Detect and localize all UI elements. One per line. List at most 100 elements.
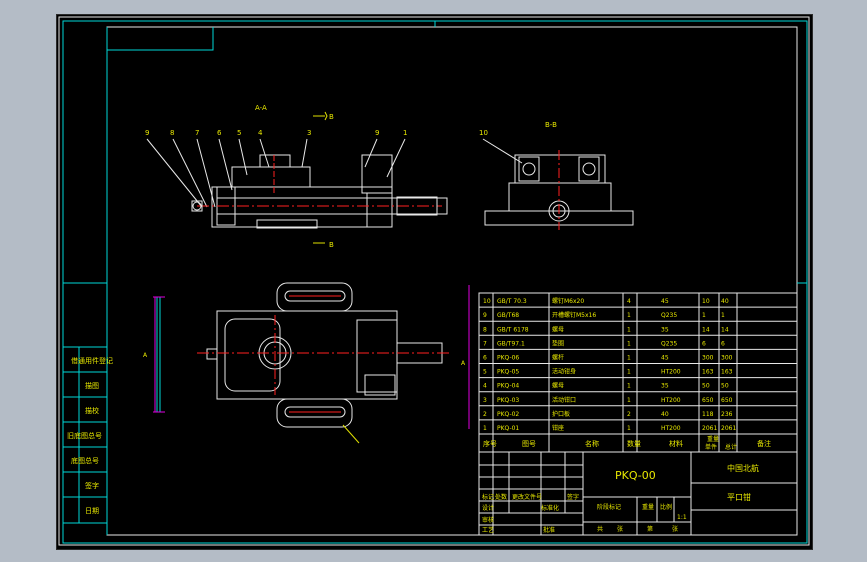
balloon-8: 8: [170, 129, 174, 137]
parts-cell-qty: 1: [627, 383, 631, 390]
tb-standard: 标准化: [541, 504, 559, 512]
parts-cell-no: 6: [483, 355, 487, 362]
tb-weight: 重量: [642, 503, 654, 511]
header-code: 图号: [522, 440, 536, 448]
balloon-3: 3: [307, 129, 311, 137]
parts-cell-code: GB/T 70.3: [497, 298, 527, 305]
stamp-3: 旧底图总号: [67, 431, 102, 440]
header-remark: 备注: [757, 439, 771, 448]
parts-cell-qty: 2: [627, 411, 631, 418]
balloon-10: 10: [479, 129, 488, 137]
tb-change: 更改文件号: [512, 493, 542, 501]
parts-cell-qty: 1: [627, 397, 631, 404]
drawing-code: PKQ-00: [615, 469, 656, 482]
parts-cell-qty: 1: [627, 369, 631, 376]
balloon-9: 9: [145, 129, 149, 137]
tb-count: 处数: [495, 493, 507, 501]
parts-cell-name: 护口板: [552, 410, 570, 418]
section-aa-label: A-A: [255, 104, 267, 112]
parts-cell-name: 开槽螺钉M5x16: [552, 311, 596, 319]
parts-cell-w2: 650: [721, 397, 733, 404]
tb-sheet: 张: [617, 525, 623, 533]
section-aa-view: A-A B B 9 8 7 6 5 4 3 9 1: [145, 104, 448, 249]
header-w2: 总计: [725, 443, 737, 451]
parts-cell-w2: 1: [721, 312, 725, 319]
parts-cell-material: 40: [661, 411, 669, 418]
parts-cell-name: 螺钉M6x20: [552, 297, 584, 305]
stamp-5: 签字: [85, 481, 99, 490]
parts-cell-no: 3: [483, 397, 487, 404]
cad-drawing-viewport[interactable]: 借通用件登记 描图 描校 旧底图总号 底图总号 签字 日期 A-A B B 9 …: [56, 14, 813, 550]
balloon-6: 6: [217, 129, 222, 137]
parts-cell-no: 9: [483, 312, 487, 319]
parts-cell-name: 活动钳口: [552, 396, 576, 404]
parts-cell-no: 7: [483, 340, 487, 347]
parts-cell-code: GB/T97.1: [497, 340, 525, 347]
parts-cell-code: PKQ-06: [497, 355, 519, 362]
parts-cell-code: PKQ-02: [497, 411, 519, 418]
parts-cell-no: 5: [483, 369, 487, 376]
balloon-5: 5: [237, 129, 241, 137]
parts-cell-w2: 300: [721, 355, 733, 362]
parts-cell-no: 10: [483, 298, 491, 305]
parts-cell-qty: 1: [627, 425, 631, 432]
parts-cell-qty: 1: [627, 340, 631, 347]
parts-cell-w1: 10: [702, 298, 710, 305]
parts-cell-w1: 650: [702, 397, 714, 404]
stamp-6: 日期: [85, 507, 99, 515]
header-no: 序号: [483, 439, 497, 448]
balloon-4: 4: [258, 129, 263, 137]
parts-cell-code: PKQ-05: [497, 369, 519, 376]
stamp-1: 描图: [85, 381, 99, 390]
title-block: PKQ-00 中国北航 平口钳 标记 处数 更改文件号 签字 设计 标准化 审核…: [478, 451, 798, 536]
tb-sign: 签字: [567, 493, 579, 501]
parts-cell-w1: 14: [702, 326, 710, 333]
parts-cell-qty: 1: [627, 326, 631, 333]
parts-cell-code: PKQ-03: [497, 397, 519, 404]
org-name: 中国北航: [727, 463, 759, 473]
tb-design: 设计: [482, 504, 494, 512]
tb-scale-value: 1:1: [677, 514, 687, 521]
parts-cell-w2: 50: [721, 383, 729, 390]
drawing-frame: [58, 16, 810, 546]
parts-cell-w1: 300: [702, 355, 714, 362]
parts-cell-no: 8: [483, 326, 487, 333]
parts-cell-no: 4: [483, 383, 487, 390]
top-view: A A: [143, 282, 470, 444]
parts-cell-material: 45: [661, 298, 669, 305]
parts-cell-code: PKQ-04: [497, 383, 519, 390]
tb-total: 共: [597, 525, 603, 533]
parts-cell-qty: 1: [627, 355, 631, 362]
parts-cell-material: 35: [661, 326, 669, 333]
parts-cell-no: 1: [483, 425, 487, 432]
tb-scale: 比例: [660, 503, 672, 511]
cut-b-bottom: B: [329, 241, 334, 249]
parts-cell-material: 45: [661, 355, 669, 362]
parts-cell-qty: 4: [627, 298, 631, 305]
tb-review: 审核: [482, 516, 494, 524]
parts-cell-code: GB/T 6178: [497, 326, 529, 333]
stamp-4: 底图总号: [71, 456, 99, 465]
stamp-0: 借通用件登记: [71, 356, 113, 365]
parts-cell-name: 钳座: [552, 424, 564, 432]
tb-of: 第: [647, 525, 653, 533]
tb-stage: 阶段标记: [597, 503, 621, 511]
parts-cell-w1: 2061: [702, 425, 717, 432]
drawing-name: 平口钳: [727, 492, 751, 502]
parts-cell-w2: 6: [721, 340, 725, 347]
parts-cell-w1: 163: [702, 369, 714, 376]
parts-cell-name: 垫圈: [552, 339, 564, 347]
section-bb-view: B-B 10: [479, 121, 634, 230]
tb-process: 工艺: [482, 526, 494, 534]
parts-cell-name: 活动钳身: [552, 368, 576, 376]
parts-cell-w2: 40: [721, 298, 729, 305]
parts-cell-w2: 14: [721, 326, 729, 333]
parts-cell-material: HT200: [661, 425, 681, 432]
parts-cell-material: Q235: [661, 312, 677, 319]
parts-cell-w1: 118: [702, 411, 714, 418]
parts-cell-material: HT200: [661, 369, 681, 376]
parts-cell-w2: 2061: [721, 425, 736, 432]
header-material: 材料: [669, 439, 683, 448]
